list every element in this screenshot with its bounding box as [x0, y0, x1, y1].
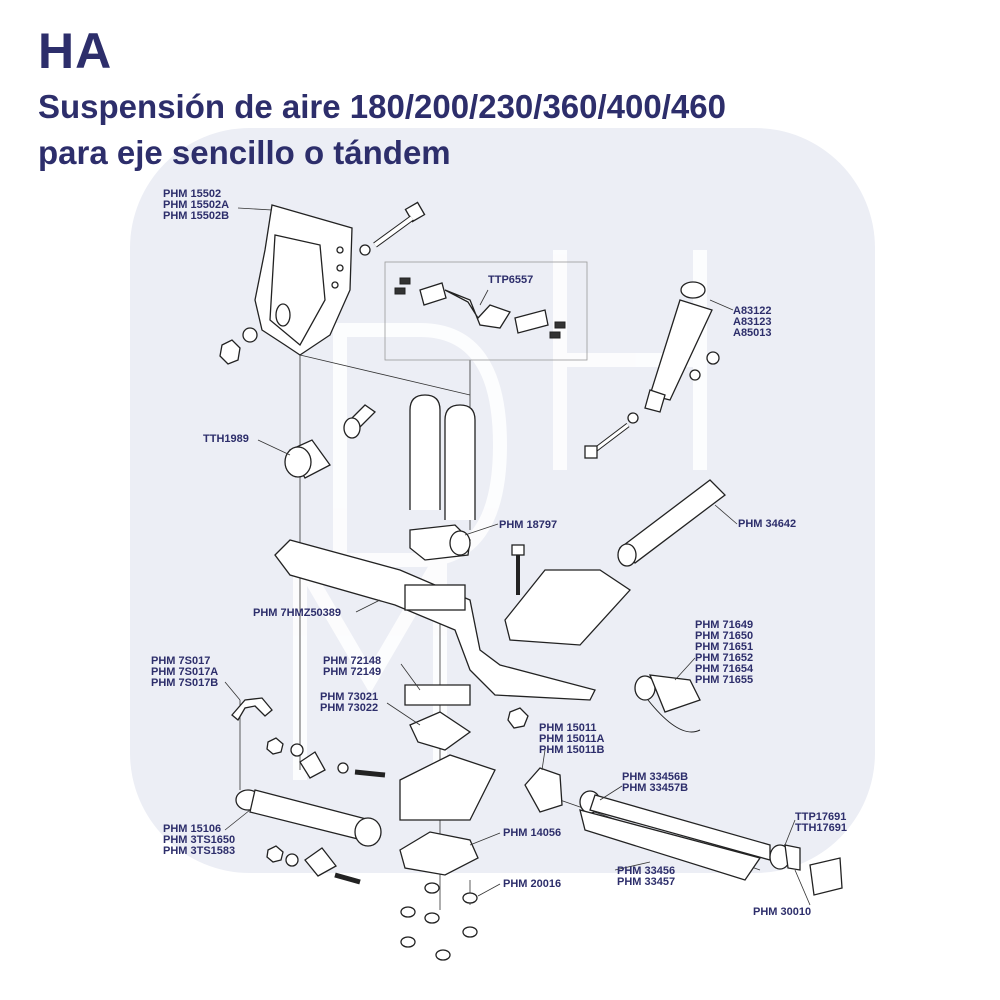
torque-rod-part: [235, 789, 382, 847]
label-ttp17691: TTP17691: [795, 811, 846, 823]
label-phm-15011b: PHM 15011B: [539, 744, 604, 756]
label-phm-15106: PHM 15106: [163, 823, 221, 835]
phm30010-plate-part: [794, 857, 843, 906]
label-phm-71655: PHM 71655: [695, 674, 753, 686]
label-phm-72148: PHM 72148: [323, 655, 381, 667]
label-phm-7s017: PHM 7S017: [151, 655, 210, 667]
label-phm-7s017b: PHM 7S017B: [151, 677, 218, 689]
label-phm-3ts1650: PHM 3TS1650: [163, 834, 235, 846]
label-phm-20016: PHM 20016: [503, 878, 561, 890]
label-phm-33456b: PHM 33456B: [622, 771, 688, 783]
label-phm-73022: PHM 73022: [320, 702, 378, 714]
label-phm-33457: PHM 33457: [617, 876, 675, 888]
label-phm-73021: PHM 73021: [320, 691, 378, 703]
label-ttp6557: TTP6557: [488, 274, 533, 286]
hanger-bracket-part: [219, 204, 353, 365]
label-phm-71650: PHM 71650: [695, 630, 753, 642]
left-fasteners-part: [266, 737, 386, 885]
phm20016-hardware-part: [400, 882, 478, 961]
labels-torque15106: PHM 15106 PHM 3TS1650 PHM 3TS1583: [163, 823, 235, 857]
label-phm-71654: PHM 71654: [695, 663, 754, 675]
dhm-watermark-background: [130, 128, 875, 873]
ttp6557-kit-box: [384, 261, 588, 361]
bracket15011-part: [524, 767, 563, 813]
hanger-bolt-part: [359, 201, 426, 256]
labels-tube33456: PHM 33456 PHM 33457: [617, 865, 675, 888]
label-phm-7hmz50389: PHM 7HMZ50389: [253, 607, 341, 619]
labels-bracket15011: PHM 15011 PHM 15011A PHM 15011B: [539, 722, 604, 756]
labels-ttp17691: TTP17691 TTH17691: [795, 811, 847, 834]
label-phm-15011: PHM 15011: [539, 722, 596, 734]
label-a83123: A83123: [733, 316, 772, 328]
labels-rod33456b: PHM 33456B PHM 33457B: [622, 771, 688, 794]
plate14056-part: [399, 831, 479, 876]
label-a85013: A85013: [733, 327, 772, 339]
label-phm-72149: PHM 72149: [323, 666, 381, 678]
labels-seat73021: PHM 73021 PHM 73022: [320, 691, 378, 714]
label-tth1989: TTH1989: [203, 433, 249, 445]
ttp17691-part: [784, 844, 801, 871]
label-tth17691: TTH17691: [795, 822, 847, 834]
label-phm-15011a: PHM 15011A: [539, 733, 604, 745]
shock-absorber-part: [584, 281, 720, 459]
label-phm-15502b: PHM 15502B: [163, 210, 229, 222]
page-subtitle: Suspensión de aire 180/200/230/360/400/4…: [38, 84, 938, 176]
spring-beam-part: [274, 539, 596, 701]
label-phm-7s017a: PHM 7S017A: [151, 666, 218, 678]
labels-bushings: PHM 71649 PHM 71650 PHM 71651 PHM 71652 …: [695, 619, 754, 686]
bushing-set-part: [634, 674, 701, 733]
seat73021-part: [399, 711, 496, 821]
pad72148-part: [404, 684, 471, 706]
label-phm-34642: PHM 34642: [738, 518, 796, 530]
label-phm-71649: PHM 71649: [695, 619, 753, 631]
phm18797-pad-part: [409, 524, 471, 561]
label-phm-30010: PHM 30010: [753, 906, 811, 918]
label-phm-71652: PHM 71652: [695, 652, 753, 664]
label-phm-18797: PHM 18797: [499, 519, 557, 531]
tth1989-bushing-part: [284, 404, 377, 479]
label-phm-3ts1583: PHM 3TS1583: [163, 845, 235, 857]
axle-seat-plate-part: [504, 544, 631, 729]
clip-7s017-part: [231, 697, 273, 721]
label-a83122: A83122: [733, 305, 772, 317]
phm34642-axle-tube-part: [617, 479, 726, 567]
labels-pad72148: PHM 72148 PHM 72149: [323, 655, 381, 678]
label-phm-33457b: PHM 33457B: [622, 782, 688, 794]
label-phm-33456: PHM 33456: [617, 865, 675, 877]
label-phm-14056: PHM 14056: [503, 827, 561, 839]
labels-clip: PHM 7S017 PHM 7S017A PHM 7S017B: [151, 655, 218, 689]
labels-hanger: PHM 15502 PHM 15502A PHM 15502B: [163, 188, 229, 222]
label-phm-71651: PHM 71651: [695, 641, 753, 653]
labels-shock: A83122 A83123 A85013: [733, 305, 772, 339]
subtitle-line-1: Suspensión de aire 180/200/230/360/400/4…: [38, 88, 726, 125]
label-phm-15502: PHM 15502: [163, 188, 221, 200]
track-rod-part: [579, 790, 791, 881]
label-phm-15502a: PHM 15502A: [163, 199, 229, 211]
label-leader-lines: [224, 207, 796, 897]
subtitle-line-2: para eje sencillo o tándem: [38, 134, 451, 171]
u-bolts-part: [409, 394, 476, 520]
page-title: HA: [38, 23, 113, 79]
